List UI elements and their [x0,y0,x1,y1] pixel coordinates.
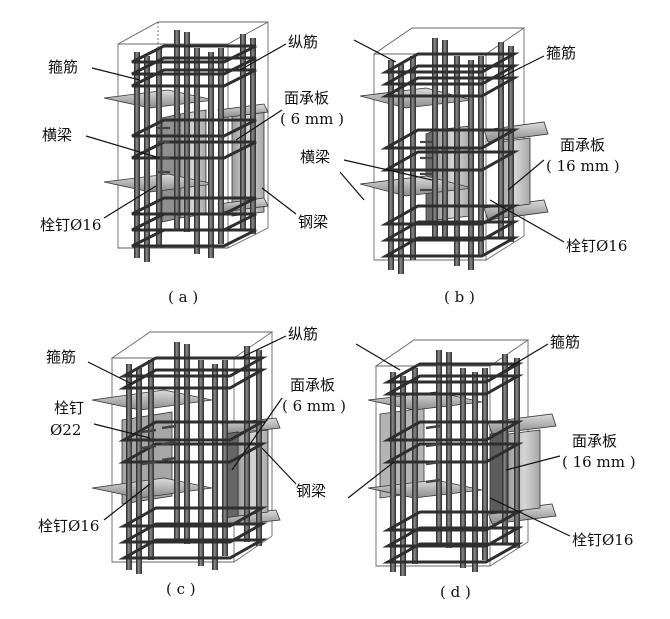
label-face-plate: 面承板 [572,432,617,450]
label-stud-a: 栓钉Ø16 [40,185,157,234]
label-stirrup: 箍筋 [46,348,76,366]
label-steel-beam: 钢梁 [298,213,328,231]
panel-d: 箍筋 面承板 ( 16 mm ) 栓钉Ø16 ( d ) [347,333,636,601]
label-stirrup: 箍筋 [546,44,576,62]
label-face-plate-b: 面承板 ( 16 mm ) [507,136,620,191]
caption-d: ( d ) [440,583,471,601]
label-face-plate-c: 面承板 ( 6 mm ) [231,376,346,471]
leader-face-plate-left-d [347,461,395,499]
label-cross-beam: 横梁 [42,126,72,144]
label-face-plate-thickness: ( 16 mm ) [562,453,636,471]
label-cross-beam-b: 横梁 [300,148,433,201]
caption-a: ( a ) [168,288,198,306]
label-stirrup-d: 箍筋 [507,333,580,369]
stirrups [118,356,268,560]
panel-a: 箍筋 纵筋 面承板 ( 6 mm ) 横梁 钢梁 栓钉Ø16 ( a ) [40,21,344,306]
label-face-plate-a: 面承板 ( 6 mm ) [235,89,344,141]
label-cross-beam-a: 横梁 [42,126,161,159]
label-stud22-c: 栓钉 Ø22 [50,399,151,439]
label-stud-22-a: 栓钉 [54,399,84,417]
caption-c: ( c ) [166,580,196,598]
stirrups [382,362,524,564]
leader-longitudinal-d [355,343,401,371]
label-face-plate-thickness: ( 16 mm ) [546,157,620,175]
label-stirrup: 箍筋 [48,58,78,76]
label-stud-b: 栓钉Ø16 [489,199,627,255]
studs [141,424,177,466]
label-stirrup-c: 箍筋 [46,348,133,385]
label-longitudinal-c: 纵筋 [239,325,318,359]
label-stud: 栓钉Ø16 [38,517,99,535]
label-stirrup-a: 箍筋 [48,58,141,81]
label-stud-c: 栓钉Ø16 [38,483,151,535]
label-stud-d: 栓钉Ø16 [489,497,633,549]
label-longitudinal-bar: 纵筋 [288,33,318,51]
longitudinal-bars [390,350,520,576]
label-face-plate: 面承板 [560,136,605,154]
label-steel-beam-a: 钢梁 [261,187,328,231]
label-stud-22-b: Ø22 [50,421,81,439]
label-longitudinal-bar: 纵筋 [288,325,318,343]
label-face-plate-d: 面承板 ( 16 mm ) [505,432,636,471]
label-stirrup: 箍筋 [550,333,580,351]
studs [425,424,441,484]
label-steel-beam-c: 钢梁 [261,447,326,500]
stirrups [131,44,257,248]
label-longitudinal-a: 纵筋 [239,33,318,71]
label-face-plate: 面承板 [284,89,329,107]
label-face-plate: 面承板 [290,376,335,394]
panel-b: 箍筋 面承板 ( 16 mm ) 横梁 栓钉Ø16 ( b ) [300,27,627,306]
label-stud: 栓钉Ø16 [566,237,627,255]
panel-c: 箍筋 纵筋 栓钉 Ø22 面承板 ( 6 mm ) 钢梁 栓钉Ø16 ( c ) [38,325,346,598]
label-steel-beam: 钢梁 [296,482,326,500]
label-cross-beam: 横梁 [300,148,330,166]
label-stirrup-b: 箍筋 [499,44,576,79]
stirrups [380,52,520,258]
label-stud: 栓钉Ø16 [572,531,633,549]
column-a [103,21,269,262]
label-stud: 栓钉Ø16 [40,216,101,234]
column-c [91,331,281,574]
label-face-plate-thickness: ( 6 mm ) [280,110,344,128]
studs [420,140,432,192]
studs [158,126,170,174]
caption-b: ( b ) [444,288,475,306]
column-d [367,339,557,576]
leader-longitudinal-b [353,39,397,63]
label-face-plate-thickness: ( 6 mm ) [282,397,346,415]
column-b [359,27,549,274]
